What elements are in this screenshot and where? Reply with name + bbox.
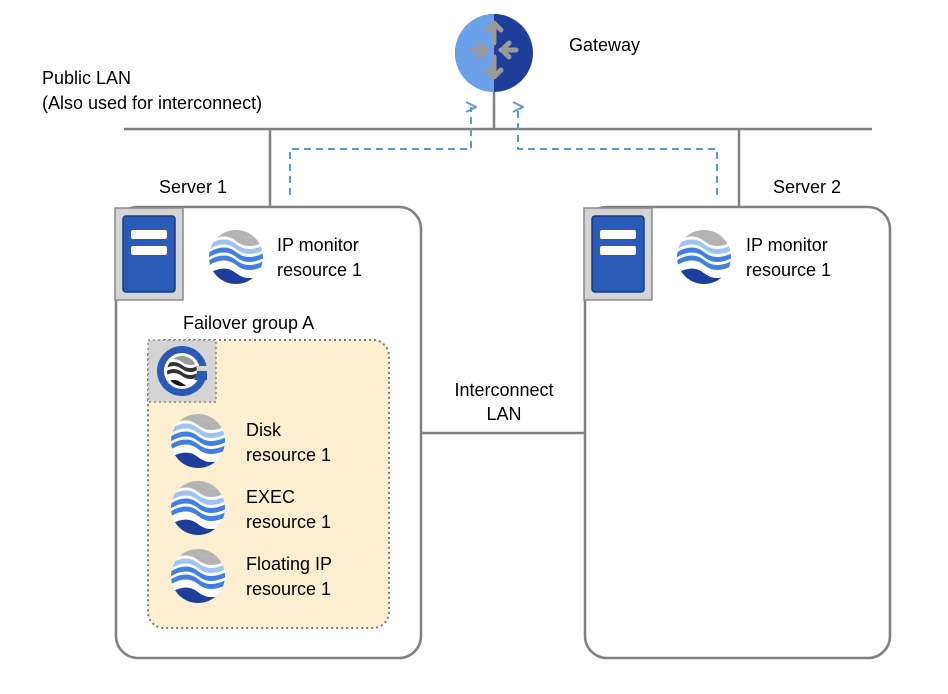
server1-ip-monitor-label: IP monitor xyxy=(277,235,359,255)
gateway-label: Gateway xyxy=(569,35,640,55)
disk-resource-label: Disk xyxy=(246,420,282,440)
server2-ip-monitor-sublabel: resource 1 xyxy=(746,260,831,280)
floating-ip-resource-label: Floating IP xyxy=(246,554,332,574)
server2-server-icon xyxy=(583,207,653,301)
public-lan-label: Public LAN xyxy=(42,68,131,88)
failover-group-icon xyxy=(147,339,217,403)
server1-ip-monitor-sublabel: resource 1 xyxy=(277,260,362,280)
server2-ip-monitor-label: IP monitor xyxy=(746,235,828,255)
interconnect-lan-label: Interconnect xyxy=(454,380,553,400)
server2-monitor-arrow xyxy=(518,107,718,195)
server1-server-icon xyxy=(114,207,184,301)
server2-label: Server 2 xyxy=(773,177,841,197)
public-lan-sublabel: (Also used for interconnect) xyxy=(42,93,262,113)
disk-resource-sublabel: resource 1 xyxy=(246,445,331,465)
interconnect-lan-sublabel: LAN xyxy=(486,404,521,424)
gateway-router-icon xyxy=(455,14,533,92)
exec-resource-sublabel: resource 1 xyxy=(246,512,331,532)
server2-box xyxy=(583,205,892,660)
server1-label: Server 1 xyxy=(159,177,227,197)
floating-ip-resource-sublabel: resource 1 xyxy=(246,579,331,599)
exec-resource-label: EXEC xyxy=(246,487,295,507)
server1-monitor-arrow xyxy=(289,107,471,195)
failover-group-label: Failover group A xyxy=(183,313,314,333)
